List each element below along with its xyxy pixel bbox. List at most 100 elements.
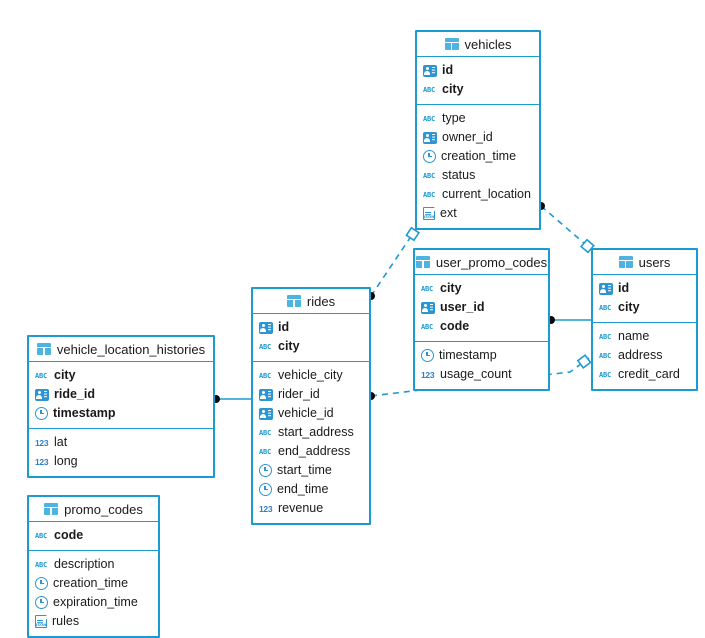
abc-icon: ABC <box>259 342 272 351</box>
clock-icon <box>259 464 272 477</box>
field-row[interactable]: vehicle_id <box>253 404 369 423</box>
id-icon <box>599 282 613 295</box>
abc-icon: ABC <box>423 190 436 199</box>
clock-icon <box>35 596 48 609</box>
entity-header[interactable]: vehicles <box>417 32 539 57</box>
field-row[interactable]: timestamp <box>415 346 548 365</box>
field-name: id <box>442 63 454 78</box>
field-row[interactable]: id <box>253 318 369 337</box>
field-name: code <box>440 319 470 334</box>
field-row[interactable]: ABC city <box>253 337 369 356</box>
field-name: vehicle_id <box>278 406 334 421</box>
field-row[interactable]: 123 usage_count <box>415 365 548 384</box>
field-row[interactable]: id <box>593 279 696 298</box>
field-row[interactable]: 123 long <box>29 452 213 471</box>
field-name: name <box>618 329 650 344</box>
clock-icon <box>421 349 434 362</box>
field-row[interactable]: ride_id <box>29 385 213 404</box>
field-name: address <box>618 348 663 363</box>
id-icon <box>423 131 437 144</box>
123-icon: 123 <box>259 503 273 514</box>
field-row[interactable]: ABC code <box>29 526 158 545</box>
123-icon: 123 <box>35 456 49 467</box>
field-name: current_location <box>442 187 531 202</box>
field-name: long <box>54 454 78 469</box>
relationship-vehicle_location_histories-to-rides[interactable] <box>212 395 251 403</box>
field-row[interactable]: start_time <box>253 461 369 480</box>
entity-header[interactable]: users <box>593 250 696 275</box>
field-row[interactable]: creation_time <box>417 147 539 166</box>
123-icon: 123 <box>421 369 435 380</box>
field-name: type <box>442 111 466 126</box>
clock-icon <box>35 577 48 590</box>
field-name: usage_count <box>440 367 512 382</box>
field-name: code <box>54 528 84 543</box>
field-row[interactable]: ext <box>417 204 539 223</box>
abc-icon: ABC <box>423 171 436 180</box>
field-name: city <box>278 339 300 354</box>
field-row[interactable]: owner_id <box>417 128 539 147</box>
field-name: credit_card <box>618 367 680 382</box>
entity-header[interactable]: user_promo_codes <box>415 250 548 275</box>
field-row[interactable]: ABC current_location <box>417 185 539 204</box>
field-name: creation_time <box>441 149 517 164</box>
relationship-rides-to-vehicles[interactable] <box>367 226 421 300</box>
relationship-vehicles-to-users[interactable] <box>537 202 595 254</box>
entity-title: promo_codes <box>64 501 143 517</box>
entity-header[interactable]: vehicle_location_histories <box>29 337 213 362</box>
field-row[interactable]: ABC name <box>593 327 696 346</box>
field-name: rules <box>52 614 80 629</box>
field-row[interactable]: end_time <box>253 480 369 499</box>
abc-icon: ABC <box>599 332 612 341</box>
field-row[interactable]: creation_time <box>29 574 158 593</box>
abc-icon: ABC <box>599 303 612 312</box>
entity-header[interactable]: rides <box>253 289 369 314</box>
table-icon <box>44 503 59 515</box>
field-name: timestamp <box>439 348 497 363</box>
field-row[interactable]: rules <box>29 612 158 631</box>
relationship-endpoint-square <box>576 354 592 369</box>
field-row[interactable]: rider_id <box>253 385 369 404</box>
abc-icon: ABC <box>35 560 48 569</box>
id-icon <box>421 301 435 314</box>
abc-icon: ABC <box>35 531 48 540</box>
field-row[interactable]: user_id <box>415 298 548 317</box>
id-icon <box>423 64 437 77</box>
field-row[interactable]: timestamp <box>29 404 213 423</box>
abc-icon: ABC <box>259 447 272 456</box>
field-row[interactable]: expiration_time <box>29 593 158 612</box>
relationship-user_promo_codes-to-users[interactable] <box>547 316 592 324</box>
field-name: user_id <box>440 300 485 315</box>
table-icon <box>286 295 301 307</box>
field-name: owner_id <box>442 130 493 145</box>
field-row[interactable]: id <box>417 61 539 80</box>
field-name: city <box>54 368 76 383</box>
entity-header[interactable]: promo_codes <box>29 497 158 522</box>
